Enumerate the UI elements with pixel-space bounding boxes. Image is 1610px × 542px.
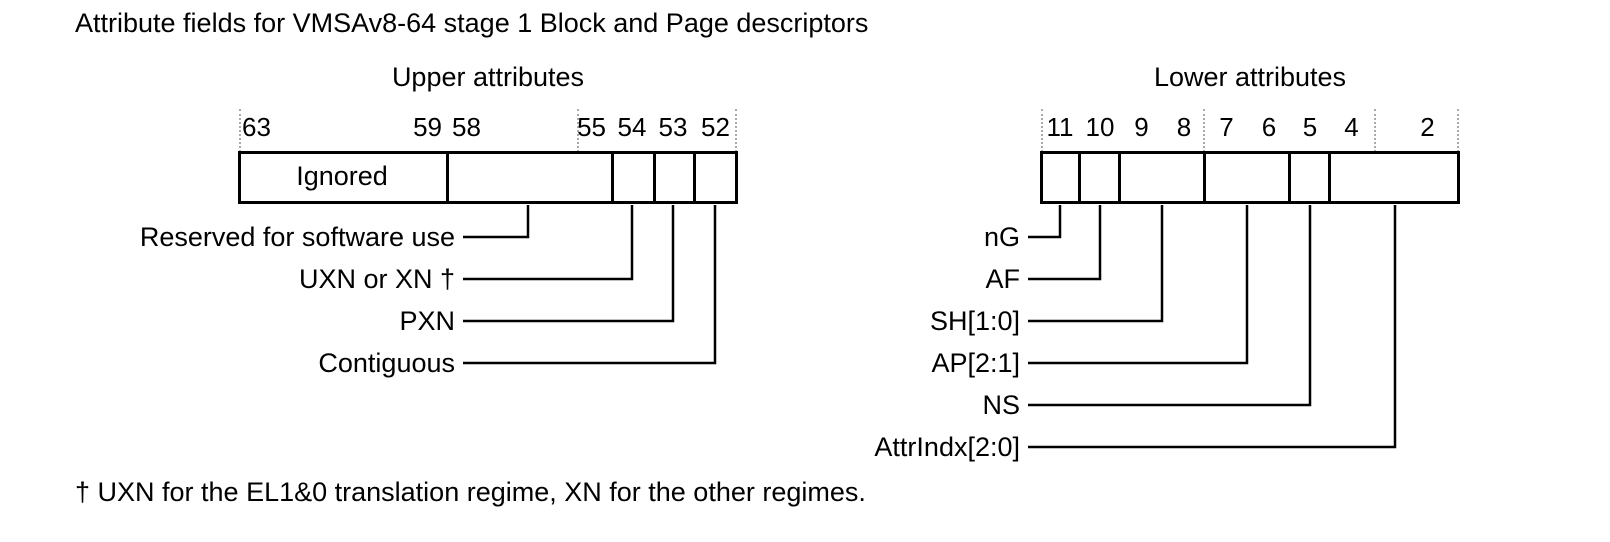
field-label-af: AF bbox=[985, 264, 1020, 294]
bit-number-11: 11 bbox=[1046, 112, 1074, 142]
bit-number-63: 63 bbox=[242, 112, 271, 142]
cell-divider bbox=[1118, 151, 1121, 204]
dotted-guide bbox=[577, 109, 579, 152]
dotted-guide bbox=[1374, 109, 1376, 152]
bit-number-7: 7 bbox=[1219, 112, 1234, 142]
bit-number-2: 2 bbox=[1420, 112, 1435, 142]
bit-number-6: 6 bbox=[1261, 112, 1277, 142]
lower-attributes-heading: Lower attributes bbox=[1153, 62, 1347, 92]
field-label-uxn-xn: UXN or XN † bbox=[298, 264, 455, 294]
bit-number-59: 59 bbox=[413, 112, 442, 142]
bit-number-54: 54 bbox=[617, 112, 647, 142]
bit-number-4: 4 bbox=[1344, 112, 1359, 142]
connector-ap bbox=[1028, 205, 1249, 365]
dotted-guide bbox=[735, 109, 737, 152]
dotted-guide bbox=[1041, 109, 1043, 152]
cell-divider bbox=[446, 151, 449, 204]
dotted-guide bbox=[1203, 109, 1205, 152]
cell-divider bbox=[1328, 151, 1331, 204]
cell-divider bbox=[653, 151, 656, 204]
ignored-field-label: Ignored bbox=[296, 161, 388, 191]
field-label-attrindx: AttrIndx[2:0] bbox=[874, 432, 1020, 462]
connector-uxn-xn bbox=[463, 205, 634, 281]
upper-attributes-heading: Upper attributes bbox=[391, 62, 585, 92]
dotted-guide bbox=[239, 109, 241, 152]
cell-divider bbox=[611, 151, 614, 204]
dotted-guide bbox=[1457, 109, 1459, 152]
connector-sh bbox=[1028, 205, 1164, 323]
field-label-reserved-software: Reserved for software use bbox=[139, 222, 455, 252]
cell-divider bbox=[1203, 151, 1206, 204]
connector-pxn bbox=[463, 205, 675, 323]
field-label-contiguous: Contiguous bbox=[318, 348, 455, 378]
connector-reserved-software bbox=[463, 205, 530, 239]
bit-number-10: 10 bbox=[1085, 112, 1115, 142]
cell-divider bbox=[693, 151, 696, 204]
bit-number-9: 9 bbox=[1134, 112, 1149, 142]
field-label-sh: SH[1:0] bbox=[929, 306, 1020, 336]
bit-number-53: 53 bbox=[658, 112, 688, 142]
field-label-ap: AP[2:1] bbox=[931, 348, 1020, 378]
bit-number-52: 52 bbox=[701, 112, 730, 142]
footnote: † UXN for the EL1&0 translation regime, … bbox=[75, 477, 866, 507]
field-label-ng: nG bbox=[983, 222, 1020, 252]
diagram-title: Attribute fields for VMSAv8-64 stage 1 B… bbox=[75, 8, 869, 38]
connector-af bbox=[1028, 205, 1102, 281]
lower-attributes-register bbox=[1040, 151, 1460, 204]
bit-number-58: 58 bbox=[452, 112, 481, 142]
cell-divider bbox=[1288, 151, 1291, 204]
bit-number-55: 55 bbox=[577, 112, 606, 142]
connector-ng bbox=[1028, 205, 1062, 239]
connector-attrindx bbox=[1028, 205, 1397, 449]
field-label-pxn: PXN bbox=[399, 306, 455, 336]
bit-number-8: 8 bbox=[1176, 112, 1192, 142]
connector-ns bbox=[1028, 205, 1312, 407]
field-label-ns: NS bbox=[982, 390, 1020, 420]
bit-number-5: 5 bbox=[1302, 112, 1318, 142]
connector-contiguous bbox=[463, 205, 717, 365]
cell-divider bbox=[1078, 151, 1081, 204]
